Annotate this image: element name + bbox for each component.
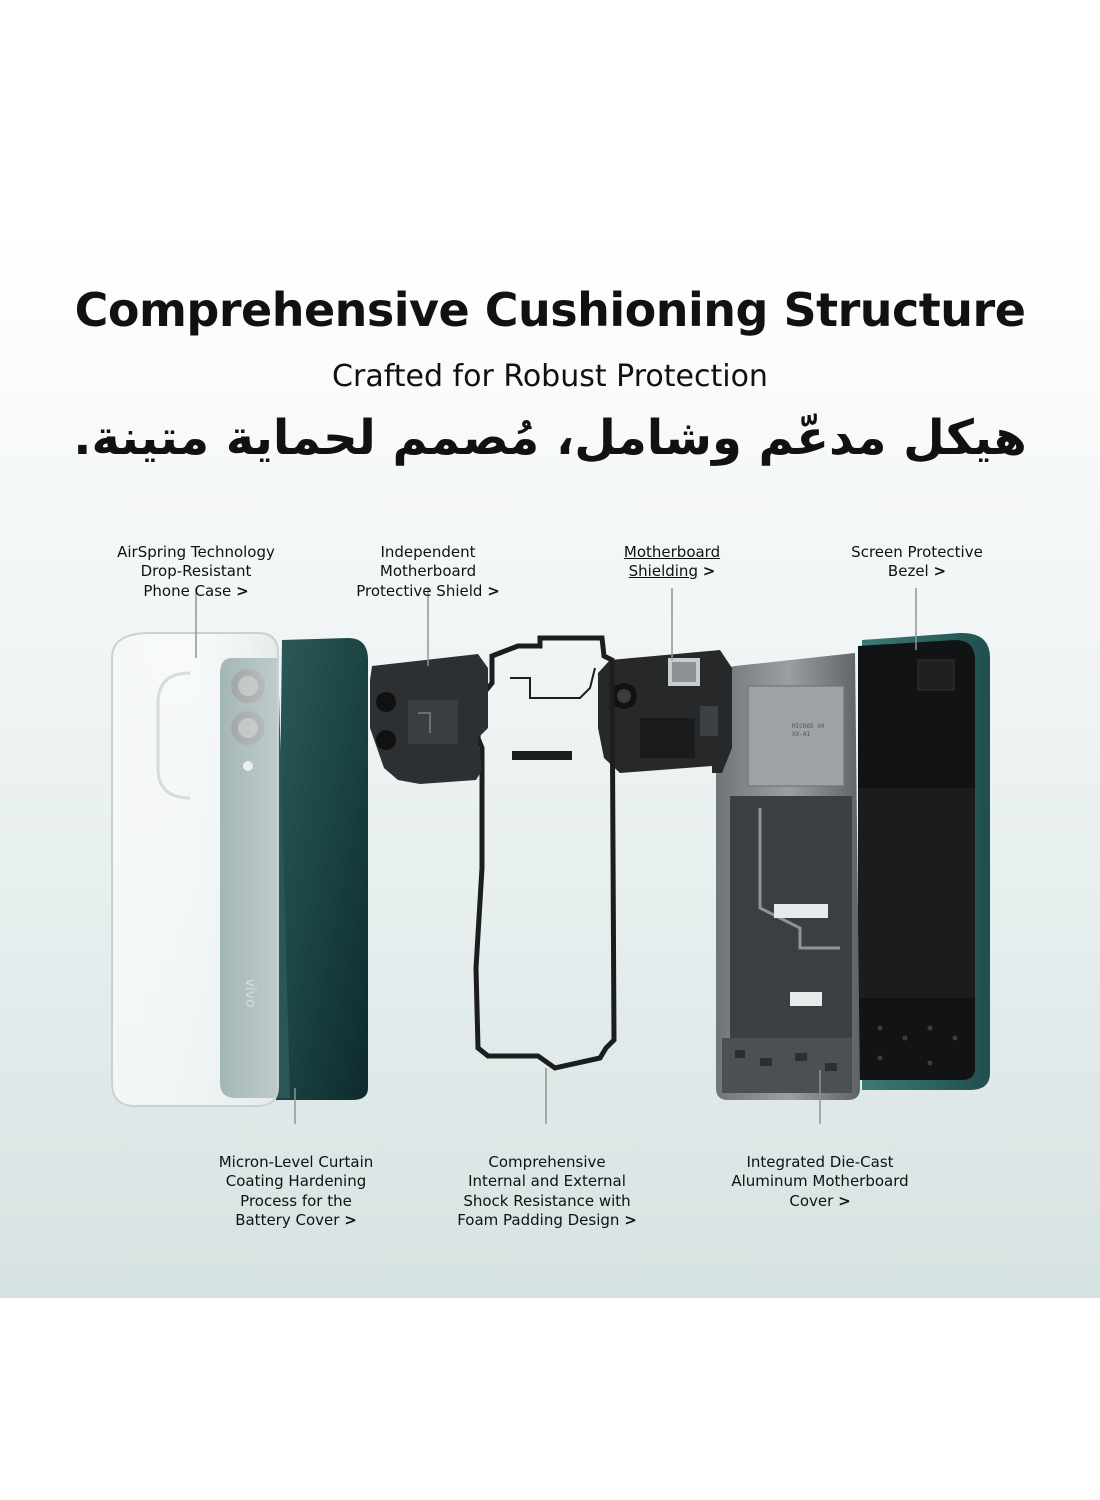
phone-front [858, 632, 990, 1090]
label-protective-shield[interactable]: Independent Motherboard Protective Shiel… [308, 523, 548, 601]
foam-padding-frame [473, 635, 617, 1071]
label-diecast-cover[interactable]: Integrated Die-Cast Aluminum Motherboard… [700, 1133, 940, 1211]
battery-cover [276, 638, 368, 1100]
phone-case [111, 632, 279, 1107]
label-screen-bezel-text: Screen Protective Bezel [851, 542, 983, 581]
label-screen-bezel[interactable]: Screen Protective Bezel > [797, 523, 1037, 582]
page-subtitle: Crafted for Robust Protection [332, 359, 768, 394]
label-foam-padding-text: Comprehensive Internal and External Shoc… [457, 1152, 631, 1230]
board-text-2: XX-A1 [792, 731, 810, 738]
chevron-right-icon: > [236, 581, 249, 600]
chevron-right-icon: > [933, 562, 947, 580]
board-text-1: MICRO5 V0 [792, 723, 825, 730]
label-diecast-cover-text: Integrated Die-Cast Aluminum Motherboard… [731, 1152, 909, 1210]
chevron-right-icon: > [838, 1191, 851, 1210]
label-motherboard-shielding-text: Motherboard Shielding [623, 542, 721, 581]
label-phone-case-text: AirSpring Technology Drop-Resistant Phon… [117, 542, 275, 600]
motherboard-shielding [598, 650, 732, 773]
label-protective-shield-text: Independent Motherboard Protective Shiel… [356, 542, 483, 600]
label-battery-cover-text: Micron-Level Curtain Coating Hardening P… [218, 1152, 374, 1230]
chevron-right-icon: > [344, 1211, 357, 1229]
label-phone-case[interactable]: AirSpring Technology Drop-Resistant Phon… [76, 523, 316, 601]
chevron-right-icon: > [624, 1211, 637, 1229]
chevron-right-icon: > [487, 581, 500, 600]
protective-shield [370, 654, 488, 784]
page-title: Comprehensive Cushioning Structure [74, 283, 1026, 337]
infographic-panel: Comprehensive Cushioning Structure Craft… [0, 228, 1100, 1298]
label-foam-padding[interactable]: Comprehensive Internal and External Shoc… [427, 1133, 667, 1231]
label-battery-cover[interactable]: Micron-Level Curtain Coating Hardening P… [176, 1133, 416, 1231]
arabic-title: هيكل مدعّم وشامل، مُصمم لحماية متينة. [73, 410, 1027, 466]
chevron-right-icon: > [702, 562, 716, 580]
exploded-phone-illustration: MICRO5 V0 XX-A1 [111, 588, 990, 1124]
diecast-frame [716, 653, 860, 1100]
foam-strip [512, 751, 572, 760]
label-motherboard-shielding[interactable]: Motherboard Shielding > [552, 523, 792, 582]
